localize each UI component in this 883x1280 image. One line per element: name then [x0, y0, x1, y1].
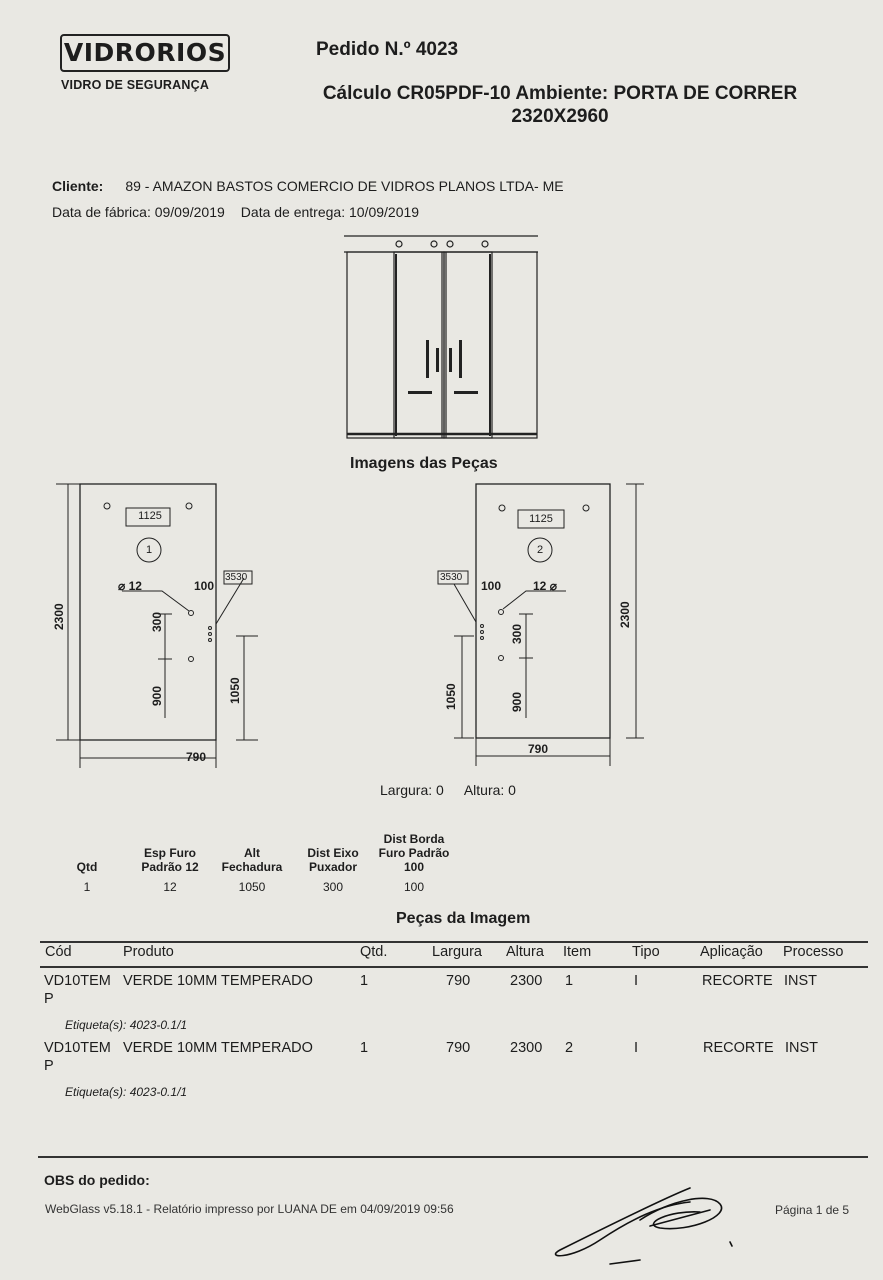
- row-aplicacao: RECORTE: [702, 973, 773, 989]
- piece-1-edge-label: 100: [194, 579, 215, 593]
- row-tipo: I: [634, 1040, 639, 1056]
- row-qtd: 1: [360, 1040, 369, 1056]
- row-etiqueta: Etiqueta(s): 4023-0.1/1: [65, 1018, 188, 1032]
- calculation-title: Cálculo CR05PDF-10 Ambiente: PORTA DE CO…: [290, 82, 830, 128]
- company-tagline: VIDRO DE SEGURANÇA: [61, 78, 210, 92]
- piece-2-box-label: 3530: [440, 572, 463, 583]
- row-cod: VD10TEM: [44, 1040, 111, 1056]
- order-number: Pedido N.º 4023: [316, 39, 459, 60]
- dimensions-info: Largura: 0 Altura: 0: [380, 782, 516, 798]
- piece-2-lower-label: 900: [510, 691, 524, 712]
- col-aplicacao: Aplicação: [700, 944, 763, 960]
- row-tipo: I: [634, 973, 639, 989]
- fabrication-date: Data de fábrica: 09/09/2019: [52, 204, 225, 220]
- spec-value: 12: [163, 880, 177, 894]
- spec-col-alt-fechadura: Alt Fechadura 1050: [216, 830, 288, 898]
- piece-1-width-label: 790: [186, 750, 207, 764]
- piece-1-handle-label: 1050: [228, 677, 242, 704]
- largura-value: Largura: 0: [380, 782, 444, 798]
- dates-info: Data de fábrica: 09/09/2019 Data de entre…: [52, 204, 419, 220]
- col-altura: Altura: [506, 944, 544, 960]
- spec-col-dist-eixo: Dist Eixo Puxador 300: [298, 830, 368, 898]
- spec-col-dist-borda: Dist Borda Furo Padrão 100 100: [374, 830, 454, 898]
- piece-2-height-label: 2300: [618, 601, 632, 628]
- calculation-title-line1: Cálculo CR05PDF-10 Ambiente: PORTA DE CO…: [322, 83, 798, 104]
- piece-2-top-label: 1125: [529, 513, 553, 525]
- piece-1-top-label: 1125: [138, 510, 162, 522]
- piece-1-number: 1: [145, 544, 153, 556]
- row-item: 2: [565, 1040, 574, 1056]
- row-produto: VERDE 10MM TEMPERADO: [123, 1040, 313, 1056]
- col-qtd: Qtd.: [360, 944, 388, 960]
- delivery-date: Data de entrega: 10/09/2019: [240, 204, 420, 220]
- altura-value: Altura: 0: [463, 782, 516, 798]
- row-processo: INST: [784, 973, 818, 989]
- row-processo: INST: [785, 1040, 819, 1056]
- spec-value: 300: [322, 880, 344, 894]
- row-cod: VD10TEM: [44, 973, 111, 989]
- signature: [554, 1187, 733, 1265]
- row-produto: VERDE 10MM TEMPERADO: [123, 973, 313, 989]
- row-aplicacao: RECORTE: [703, 1040, 774, 1056]
- col-item: Item: [563, 944, 592, 960]
- spec-value: 1: [83, 880, 91, 894]
- obs-label: OBS do pedido:: [44, 1172, 150, 1188]
- piece-2-drawing: [437, 483, 644, 766]
- col-tipo: Tipo: [632, 944, 660, 960]
- piece-1-lower-label: 900: [150, 685, 164, 706]
- table-top-rule: [40, 941, 868, 943]
- spec-header: Esp Furo Padrão 12: [141, 846, 199, 874]
- page-number: Página 1 de 5: [775, 1203, 850, 1217]
- pieces-section-title: Peças da Imagem: [396, 910, 531, 927]
- spec-header: Dist Eixo Puxador: [307, 846, 359, 874]
- row-cod-cont: P: [44, 1058, 54, 1074]
- spec-header: Dist Borda Furo Padrão 100: [378, 832, 450, 874]
- report-info: WebGlass v5.18.1 - Relatório impresso po…: [45, 1202, 454, 1216]
- piece-2-hole-label: 12 ⌀: [533, 579, 557, 593]
- piece-2-handle-label: 1050: [444, 683, 458, 710]
- table-header-rule: [40, 966, 868, 968]
- row-qtd: 1: [360, 973, 369, 989]
- row-item: 1: [565, 973, 574, 989]
- spec-col-qtd: Qtd 1: [58, 830, 116, 898]
- calculation-title-line2: 2320X2960: [511, 106, 609, 127]
- spec-value: 1050: [238, 880, 266, 894]
- piece-1-hole-label: ⌀ 12: [118, 579, 142, 593]
- col-cod: Cód: [45, 944, 72, 960]
- row-altura: 2300: [510, 1040, 543, 1056]
- col-largura: Largura: [432, 944, 482, 960]
- piece-1-height-label: 2300: [52, 603, 66, 630]
- col-produto: Produto: [123, 944, 174, 960]
- spec-header: Alt Fechadura: [221, 846, 283, 874]
- spec-col-esp-furo: Esp Furo Padrão 12 12: [134, 830, 206, 898]
- client-info: Cliente: 89 - AMAZON BASTOS COMERCIO DE V…: [52, 178, 564, 194]
- spec-value: 100: [403, 880, 425, 894]
- sliding-door-drawing: [344, 235, 538, 439]
- row-cod-cont: P: [44, 991, 54, 1007]
- client-name: 89 - AMAZON BASTOS COMERCIO DE VIDROS PL…: [125, 178, 564, 194]
- spec-header: Qtd: [76, 860, 98, 874]
- piece-2-number: 2: [536, 544, 544, 556]
- piece-2-edge-label: 100: [481, 579, 502, 593]
- piece-1-drawing: [56, 483, 258, 768]
- piece-2-width-label: 790: [528, 742, 549, 756]
- col-processo: Processo: [783, 944, 844, 960]
- row-largura: 790: [446, 1040, 471, 1056]
- row-altura: 2300: [510, 973, 543, 989]
- images-section-title: Imagens das Peças: [350, 455, 498, 472]
- row-largura: 790: [446, 973, 471, 989]
- piece-1-spacing-label: 300: [150, 611, 164, 632]
- client-label: Cliente:: [52, 178, 104, 194]
- piece-1-box-label: 3530: [225, 572, 248, 583]
- row-etiqueta: Etiqueta(s): 4023-0.1/1: [65, 1085, 188, 1099]
- company-logo: VIDRORIOS: [60, 34, 230, 72]
- piece-2-spacing-label: 300: [510, 623, 524, 644]
- footer-rule: [38, 1156, 868, 1158]
